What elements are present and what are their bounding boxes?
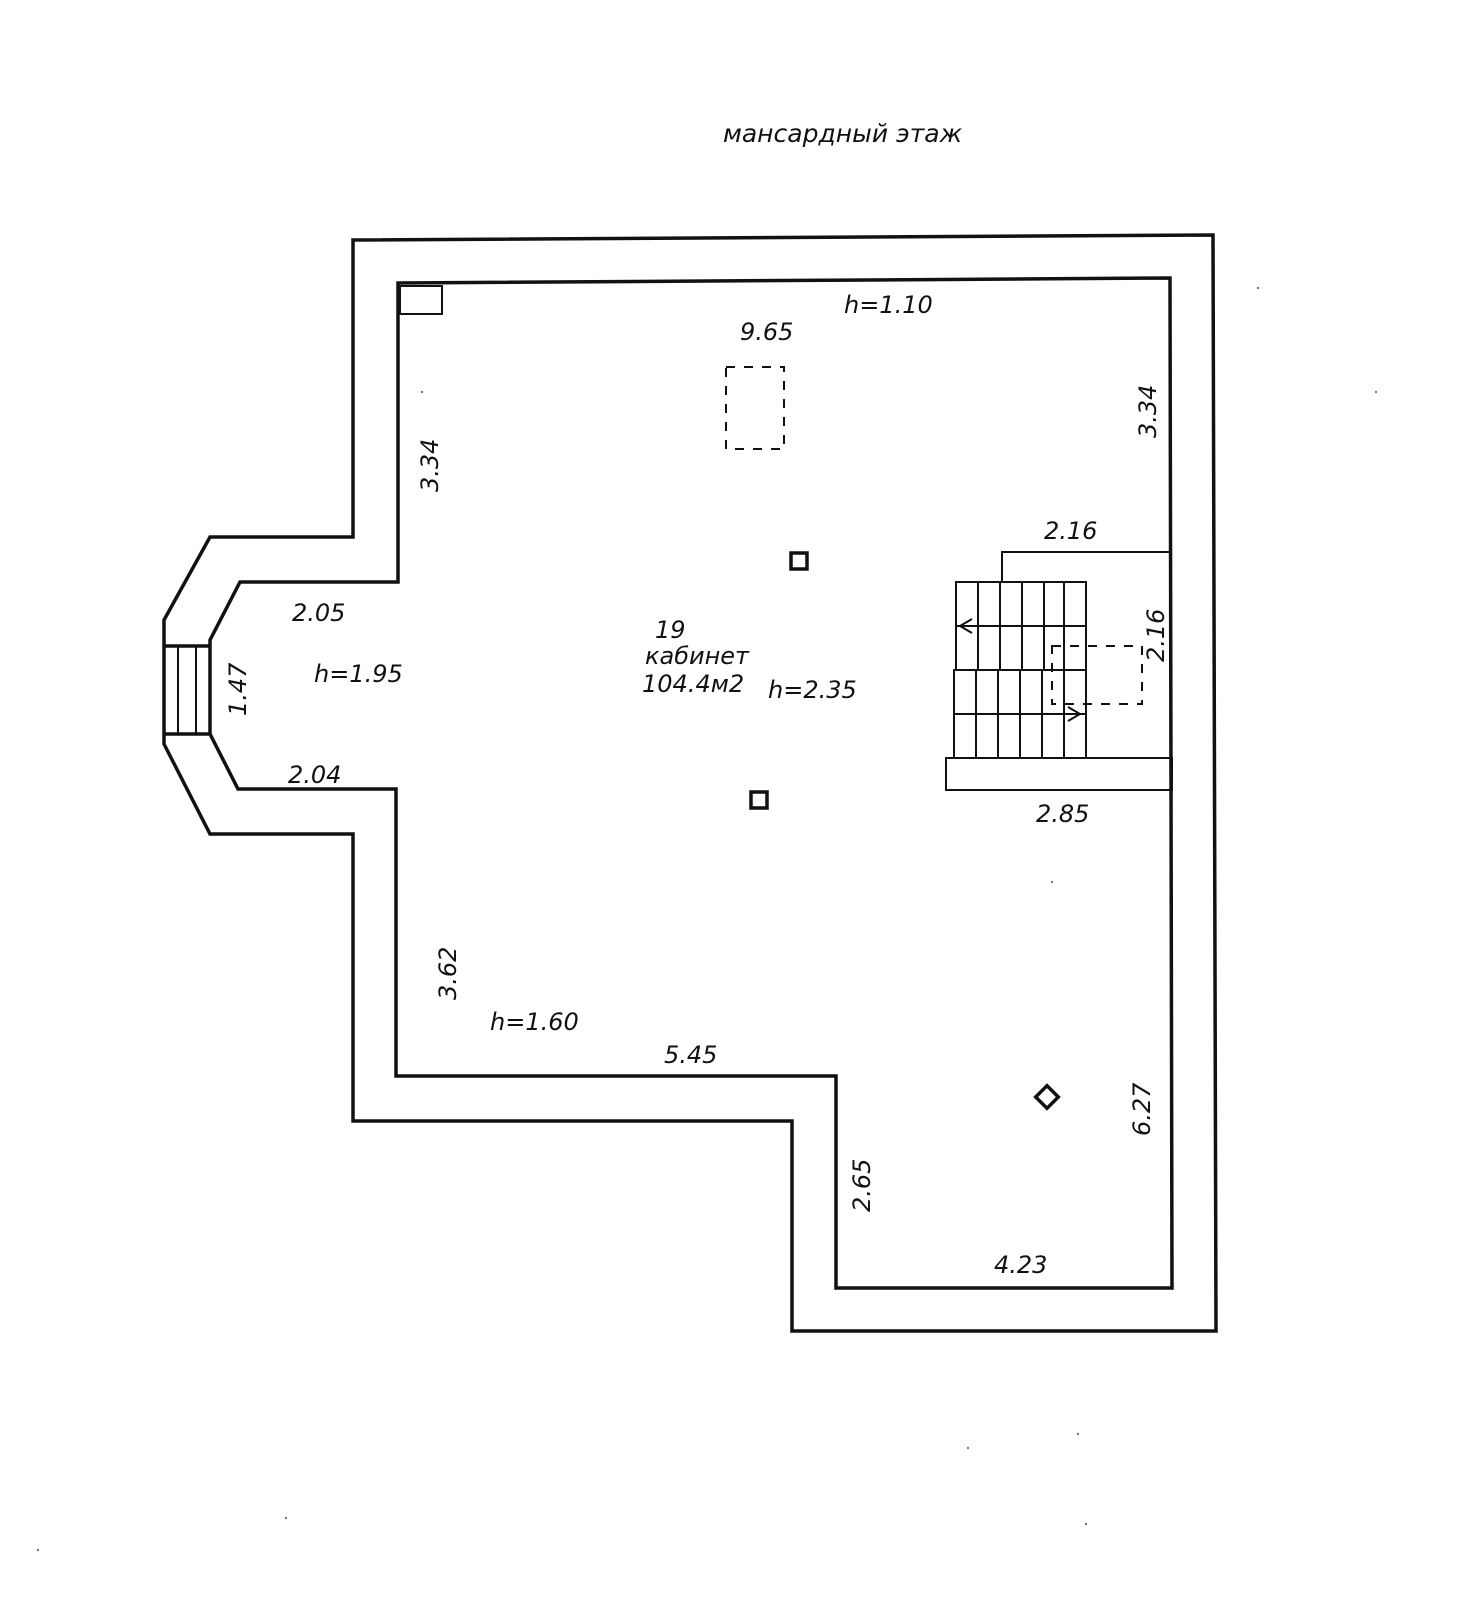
dim-left-upper: 3.34 [416,439,444,492]
staircase [945,551,1173,791]
dim-bay-upper: 2.05 [292,599,345,627]
height-bottom-left: h=1.60 [490,1008,579,1036]
plan-title: мансардный этаж [723,119,963,148]
dim-stair-bottom: 2.85 [1036,800,1089,828]
column-upper [789,551,809,571]
height-center: h=2.35 [768,676,857,704]
room-number: 19 [655,616,686,644]
inner-wall [208,276,1174,1290]
dim-stair-side: 2.16 [1142,609,1170,662]
room-area: 104.4м2 [642,670,744,698]
diamond-marker [1033,1083,1061,1111]
dim-notch-side: 2.65 [848,1159,876,1212]
dim-left-lower: 3.62 [434,947,462,1000]
dim-stair-top: 2.16 [1044,517,1097,545]
dim-right-lower: 6.27 [1128,1082,1156,1136]
bay-window [164,644,210,736]
dim-bottom-mid: 5.45 [664,1041,717,1069]
room-name: кабинет [645,642,750,670]
dim-bay-lower: 2.04 [288,761,341,789]
dim-bay-width: 1.47 [224,662,252,716]
dim-top-width: 9.65 [740,318,793,346]
height-left: h=1.95 [314,660,403,688]
dim-right-upper: 3.34 [1134,385,1162,438]
scan-specks [36,286,1378,1552]
corner-shaft [399,285,443,315]
dim-bottom-right: 4.23 [994,1251,1047,1279]
skylight-dashed [725,366,785,450]
column-lower [749,790,769,810]
outer-wall [162,233,1218,1333]
height-top: h=1.10 [844,291,933,319]
